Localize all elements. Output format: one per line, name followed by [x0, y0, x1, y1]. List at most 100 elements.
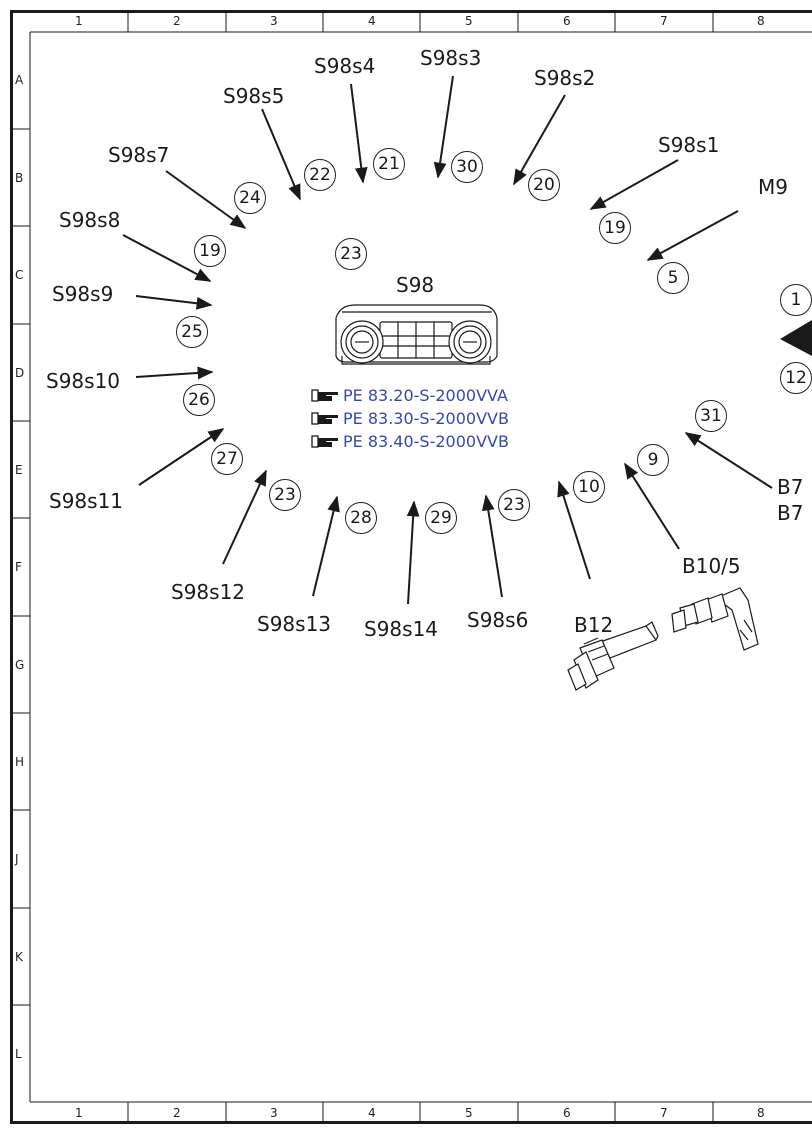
pin-number: 28: [345, 502, 377, 534]
reference-hand-icons: [311, 389, 338, 448]
hand-icon: [311, 389, 338, 402]
reference-text: PE 83.40-S-2000VVB: [343, 432, 509, 451]
arrow-s98s3: [433, 75, 454, 179]
column-label: 8: [757, 14, 765, 28]
b10-5-sensor-illustration: [671, 587, 759, 651]
arrow-s98s6: [481, 494, 503, 598]
arrow-s98s8: [122, 234, 212, 282]
callout-s98s2: S98s2: [534, 66, 596, 90]
arrow-s98s5: [261, 108, 301, 201]
arrow-s98s9: [135, 295, 213, 310]
arrow-s98s13: [312, 495, 340, 597]
reference-link[interactable]: PE 83.20-S-2000VVA: [310, 386, 508, 405]
column-label: 1: [75, 1106, 83, 1120]
column-label: 8: [757, 1106, 765, 1120]
pin-number: 23: [498, 489, 530, 521]
pin-number: 1: [780, 284, 812, 316]
pin-number: 30: [451, 151, 483, 183]
callout-b7: B7: [777, 501, 804, 525]
row-label: D: [15, 366, 25, 380]
column-label: 6: [563, 14, 571, 28]
arrow-s98s11: [138, 428, 225, 486]
column-label: 6: [563, 1106, 571, 1120]
callout-s98s1: S98s1: [658, 133, 720, 157]
callout-s98s11: S98s11: [49, 489, 124, 513]
column-label: 7: [660, 14, 668, 28]
column-label: 5: [465, 1106, 473, 1120]
control-panel-illustration: [335, 304, 498, 365]
row-label: E: [15, 463, 23, 477]
callout-s98s5: S98s5: [223, 84, 285, 108]
pin-number: 20: [528, 169, 560, 201]
column-label: 2: [173, 14, 181, 28]
arrow-m9: [646, 210, 739, 261]
column-label: 4: [368, 14, 376, 28]
pin-number: 29: [425, 502, 457, 534]
arrow-b7: [684, 432, 773, 489]
pin-number: 23: [269, 479, 301, 511]
arrow-b12: [557, 480, 591, 580]
reference-text: PE 83.20-S-2000VVA: [343, 386, 508, 405]
callout-s98s7: S98s7: [108, 143, 170, 167]
row-label: B: [15, 171, 24, 185]
callout-s98s3: S98s3: [420, 46, 482, 70]
arrow-s98s1: [589, 159, 679, 210]
arrow-s98s7: [165, 170, 247, 229]
reference-link[interactable]: PE 83.40-S-2000VVB: [310, 432, 509, 451]
callout-m9: M9: [758, 175, 788, 199]
arrow-s98s2: [513, 94, 566, 186]
row-label: K: [15, 950, 23, 964]
row-label: A: [15, 73, 24, 87]
pin-number: 23: [335, 238, 367, 270]
pin-number: 5: [657, 262, 689, 294]
pin-number: 27: [211, 443, 243, 475]
callout-s98s6: S98s6: [467, 608, 529, 632]
row-label: L: [15, 1047, 22, 1061]
row-label: F: [15, 560, 22, 574]
callout-s98s14: S98s14: [364, 617, 439, 641]
column-label: 2: [173, 1106, 181, 1120]
arrow-s98s12: [222, 469, 267, 565]
callout-s98s12: S98s12: [171, 580, 246, 604]
callout-s98s4: S98s4: [314, 54, 376, 78]
callout-b10-5: B10/5: [682, 554, 741, 578]
pin-number: 31: [695, 400, 727, 432]
reference-text: PE 83.30-S-2000VVB: [343, 409, 509, 428]
arrow-s98s14: [406, 500, 420, 605]
pin-number: 19: [599, 212, 631, 244]
pin-number: 22: [304, 159, 336, 191]
hand-icon: [311, 412, 338, 425]
column-label: 1: [75, 14, 83, 28]
row-label: H: [15, 755, 25, 769]
callout-s98s9: S98s9: [52, 282, 114, 306]
drawing-frame: [10, 10, 812, 1124]
arrow-s98s4: [350, 83, 368, 184]
column-label: 4: [368, 1106, 376, 1120]
edge-arrow-head: [780, 320, 812, 356]
arrow-s98s10: [135, 366, 214, 380]
pin-number: 25: [176, 316, 208, 348]
callout-b12: B12: [574, 613, 614, 637]
callout-arrows: [122, 75, 773, 605]
column-label: 5: [465, 14, 473, 28]
hand-icon: [311, 435, 338, 448]
column-label: 3: [270, 14, 278, 28]
component-label: S98: [396, 273, 435, 297]
row-label: J: [15, 852, 19, 866]
pin-number: 12: [780, 362, 812, 394]
pin-number: 26: [183, 384, 215, 416]
row-label: G: [15, 658, 25, 672]
pin-number: 21: [373, 148, 405, 180]
reference-link[interactable]: PE 83.30-S-2000VVB: [310, 409, 509, 428]
callout-s98s8: S98s8: [59, 208, 121, 232]
callout-b7: B7: [777, 475, 804, 499]
grid-lines: [12, 12, 812, 1122]
pin-number: 24: [234, 182, 266, 214]
row-label: C: [15, 268, 24, 282]
column-label: 7: [660, 1106, 668, 1120]
pin-number: 19: [194, 235, 226, 267]
column-label: 3: [270, 1106, 278, 1120]
pin-number: 10: [573, 471, 605, 503]
